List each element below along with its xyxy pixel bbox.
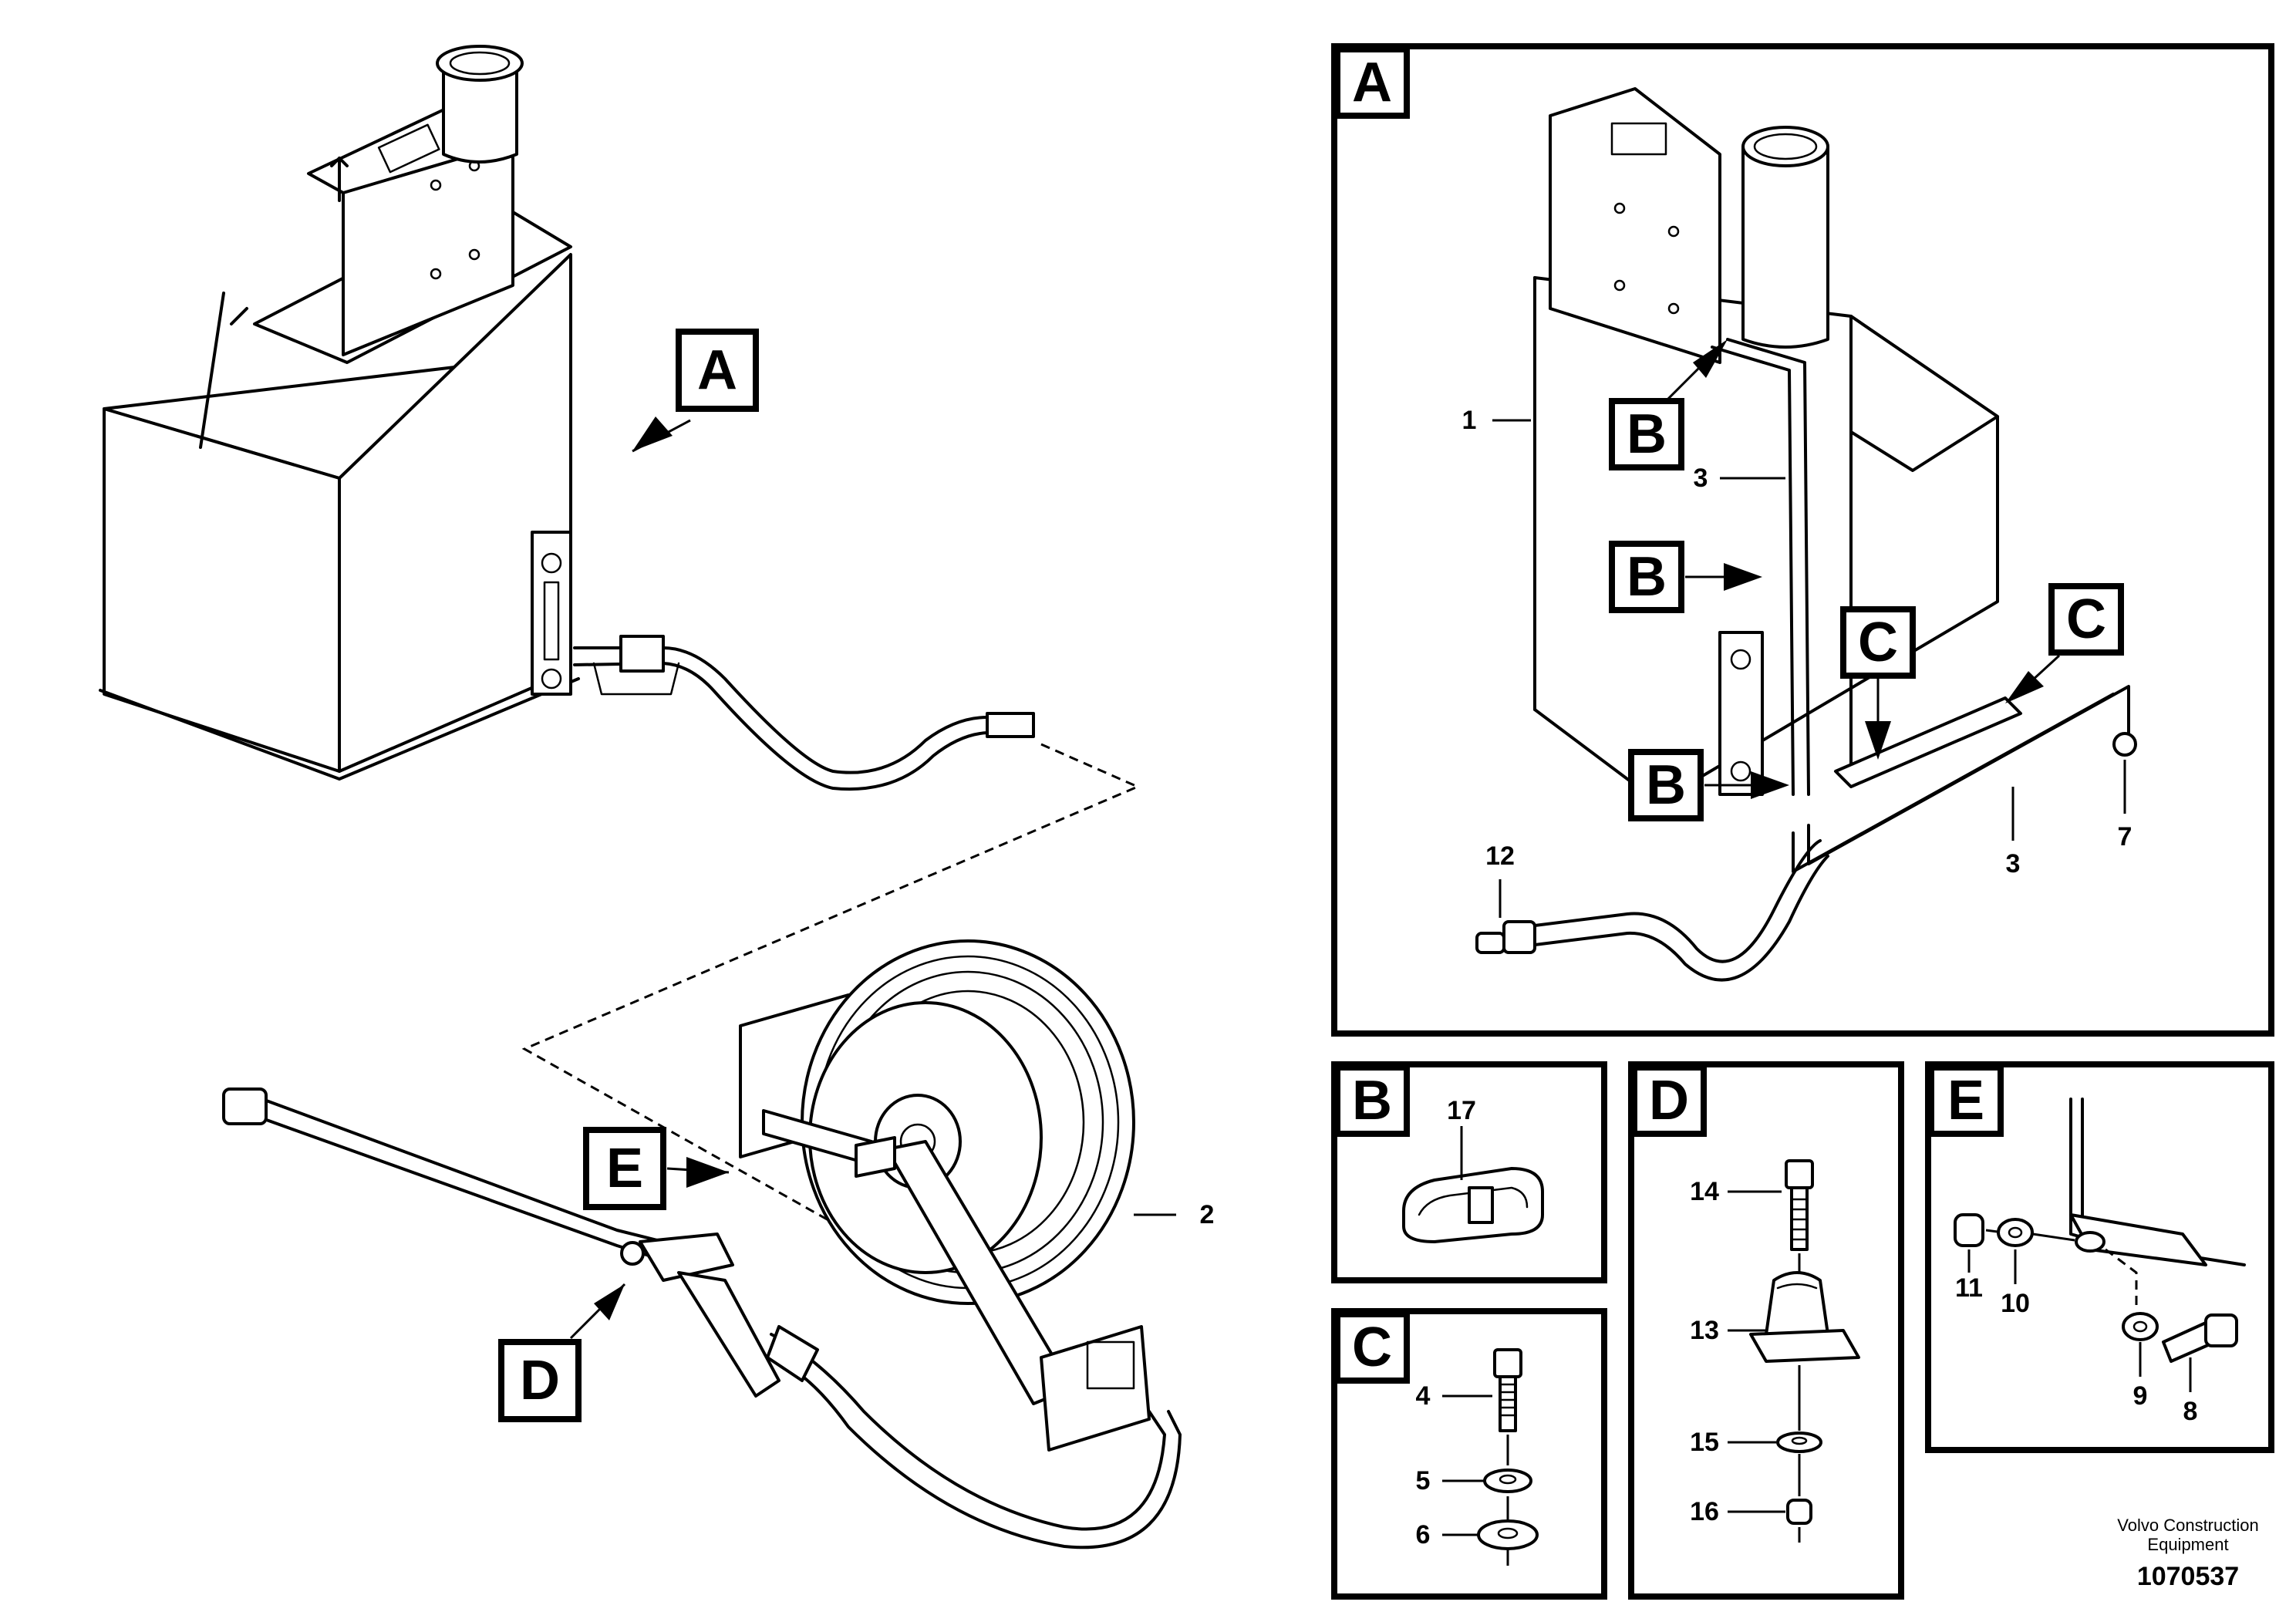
callout-8: 8 [2183, 1357, 2198, 1426]
part-number-2: 2 [1200, 1200, 1215, 1229]
part-number-9: 9 [2133, 1381, 2148, 1411]
callout-11: 11 [1955, 1249, 1983, 1303]
part-number-10: 10 [2001, 1289, 2030, 1318]
callout-2: 2 [1134, 1200, 1214, 1229]
main-tag-e: E [583, 1127, 730, 1210]
callout-7: 7 [2118, 760, 2132, 851]
part-number-6: 6 [1416, 1520, 1431, 1549]
part-number-1: 1 [1462, 406, 1477, 435]
outlet-hose [573, 635, 1035, 791]
part-number-16: 16 [1690, 1497, 1719, 1526]
callout-14: 14 [1690, 1177, 1782, 1206]
panel-a-tag-b2: B [1609, 541, 1762, 613]
brand-line-2: Equipment [2147, 1535, 2228, 1554]
brand-line-1: Volvo Construction [2117, 1516, 2258, 1535]
part-number-12: 12 [1485, 841, 1515, 871]
callout-9: 9 [2133, 1342, 2148, 1411]
main-tag-a-label: A [697, 339, 737, 401]
callout-3a: 3 [1694, 464, 1785, 493]
hose-reel [739, 939, 1151, 1452]
callout-16: 16 [1690, 1497, 1785, 1526]
main-tag-d: D [498, 1283, 626, 1422]
callout-6: 6 [1416, 1520, 1478, 1549]
callout-3b: 3 [2006, 787, 2021, 878]
main-tag-a: A [632, 329, 759, 453]
part-number-8: 8 [2183, 1397, 2198, 1426]
panel-a-tag-b1: B [1609, 339, 1728, 470]
panel-e-tag: E [1947, 1070, 1984, 1131]
document-number: 1070537 [2137, 1562, 2239, 1591]
panel-a-tag-c1-label: C [1858, 612, 1898, 673]
part-number-17: 17 [1447, 1096, 1476, 1125]
panel-a-tag-c1: C [1840, 606, 1916, 760]
connection-line-tank-reel [521, 743, 1141, 1239]
filler-pipe [436, 45, 524, 164]
callout-13: 13 [1690, 1316, 1766, 1345]
oil-tank [99, 199, 580, 781]
panel-a-tag-b2-label: B [1627, 546, 1667, 608]
part-number-11: 11 [1955, 1273, 1983, 1303]
part-number-13: 13 [1690, 1316, 1719, 1345]
panel-c-tag: C [1352, 1317, 1392, 1378]
main-tag-e-label: E [606, 1138, 643, 1199]
panel-d: D 14 13 15 16 [1628, 1061, 1904, 1600]
callout-10: 10 [2001, 1249, 2030, 1318]
panel-a-tag-b3-label: B [1646, 754, 1686, 816]
panel-a-tag: A [1352, 52, 1392, 113]
panel-e: E 11 10 9 8 [1925, 1061, 2274, 1453]
panel-c: C 4 5 6 [1331, 1308, 1607, 1600]
callout-12: 12 [1485, 841, 1515, 918]
panel-b-tag: B [1352, 1070, 1392, 1131]
part-number-15: 15 [1690, 1428, 1719, 1457]
panel-a-tag-c2: C [2005, 583, 2124, 703]
part-number-7: 7 [2118, 822, 2132, 851]
part-number-4: 4 [1416, 1381, 1431, 1411]
part-number-3a: 3 [1694, 464, 1708, 493]
callout-17: 17 [1447, 1096, 1476, 1180]
panel-a-tag-c2-label: C [2066, 588, 2106, 650]
callout-5: 5 [1416, 1466, 1485, 1496]
panel-a: A 1 [1331, 43, 2274, 1037]
dispensing-hose [222, 1088, 1182, 1549]
callout-15: 15 [1690, 1428, 1776, 1457]
part-number-14: 14 [1690, 1177, 1719, 1206]
part-number-5: 5 [1416, 1466, 1431, 1496]
callout-4: 4 [1416, 1381, 1492, 1411]
panel-a-tag-b1-label: B [1627, 403, 1667, 465]
part-number-3b: 3 [2006, 849, 2021, 878]
panel-a-tag-b3: B [1628, 749, 1789, 821]
footer: Volvo Construction Equipment 1070537 [2117, 1516, 2258, 1591]
panel-d-tag: D [1649, 1070, 1689, 1131]
panel-b: B 17 [1331, 1061, 1607, 1283]
main-tag-d-label: D [520, 1350, 560, 1411]
callout-1: 1 [1462, 406, 1531, 435]
main-assembly [99, 45, 1182, 1549]
